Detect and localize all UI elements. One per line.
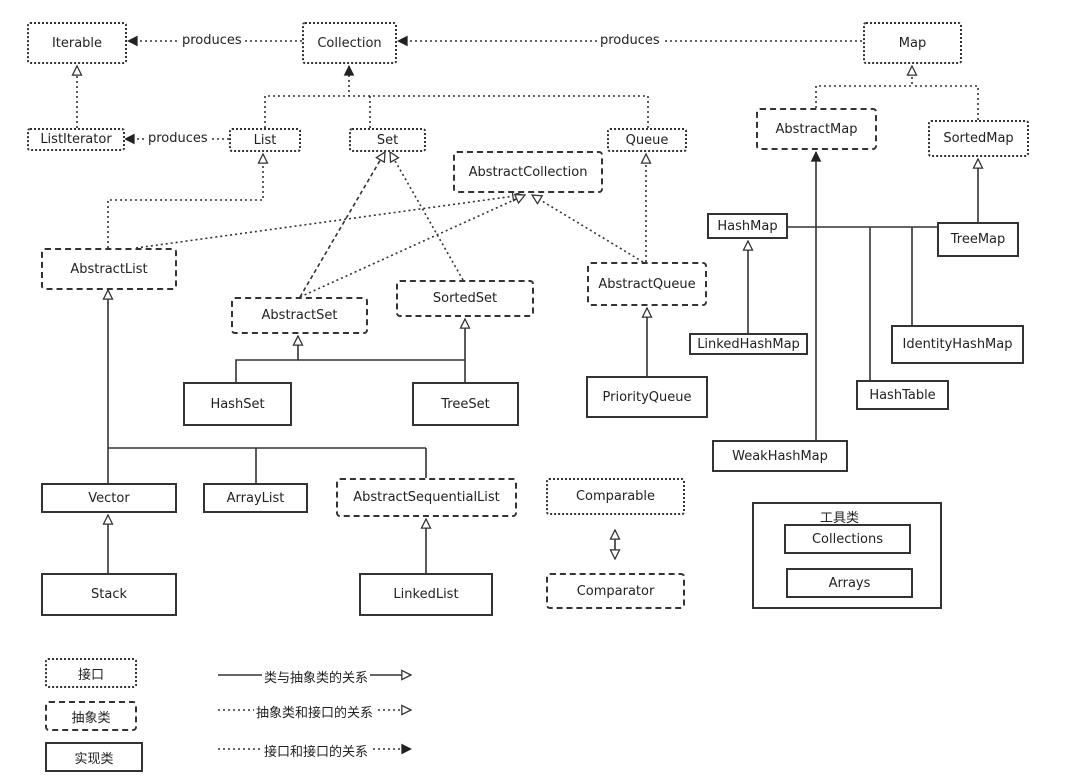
- node-abstract-set: AbstractSet: [231, 297, 368, 334]
- edge-abstractqueue-abstractcollection: [532, 195, 644, 263]
- node-abstract-list: AbstractList: [41, 248, 177, 290]
- node-stack: Stack: [41, 573, 177, 616]
- node-set: Set: [349, 128, 426, 152]
- legend-class-abstract-relation: 类与抽象类的关系: [262, 667, 371, 686]
- edge-hashset-abstractset: [235, 336, 298, 382]
- node-collection: Collection: [302, 22, 397, 64]
- node-hash-table: HashTable: [856, 380, 949, 410]
- node-priority-queue: PriorityQueue: [586, 376, 708, 418]
- node-list: List: [229, 128, 301, 152]
- legend-impl-box: 实现类: [45, 742, 143, 772]
- node-iterable: Iterable: [27, 22, 127, 64]
- node-linked-list: LinkedList: [359, 573, 493, 616]
- node-identity-hash-map: IdentityHashMap: [891, 325, 1024, 364]
- node-vector: Vector: [41, 483, 177, 513]
- legend-interface-box: 接口: [45, 658, 137, 688]
- edge-list-collection: [264, 66, 349, 128]
- node-abstract-sequential-list: AbstractSequentialList: [336, 478, 517, 517]
- node-hash-map: HashMap: [707, 213, 788, 239]
- node-tree-map: TreeMap: [937, 222, 1019, 257]
- edge-sortedmap-map: [912, 85, 979, 120]
- edge-label-iterable-produces: produces: [180, 33, 244, 48]
- edge-abstractlist-list: [107, 154, 263, 248]
- node-arrays: Arrays: [786, 568, 913, 598]
- node-abstract-queue: AbstractQueue: [587, 262, 707, 306]
- node-comparable: Comparable: [546, 478, 685, 515]
- legend-abstract-interface-relation: 抽象类和接口的关系: [254, 702, 376, 721]
- node-hash-set: HashSet: [183, 382, 292, 426]
- edge-queue-collection: [349, 95, 649, 128]
- edge-abstractset-abstractcollection: [299, 195, 525, 298]
- utilities-title: 工具类: [820, 511, 860, 526]
- edge-label-listiterator-produces: produces: [146, 131, 210, 146]
- node-linked-hash-map: LinkedHashMap: [689, 333, 808, 355]
- node-weak-hash-map: WeakHashMap: [712, 440, 848, 472]
- node-abstract-collection: AbstractCollection: [453, 151, 603, 193]
- node-comparator: Comparator: [546, 573, 685, 609]
- node-queue: Queue: [607, 128, 687, 152]
- edge-label-map-produces: produces: [598, 33, 662, 48]
- utilities-group: [752, 502, 942, 609]
- node-sorted-set: SortedSet: [396, 280, 534, 317]
- legend-interface-interface-relation: 接口和接口的关系: [262, 741, 371, 760]
- node-tree-set: TreeSet: [412, 382, 519, 426]
- edge-abstractmap-map: [815, 66, 912, 108]
- node-map: Map: [863, 22, 962, 64]
- edge-abstractset-set: [299, 152, 385, 298]
- legend-abstract-box: 抽象类: [45, 701, 137, 731]
- node-sorted-map: SortedMap: [928, 120, 1029, 157]
- node-array-list: ArrayList: [203, 483, 308, 513]
- node-collections: Collections: [784, 524, 911, 554]
- node-list-iterator: ListIterator: [27, 128, 125, 151]
- edge-abstractlist-abstractcollection: [135, 195, 522, 249]
- node-abstract-map: AbstractMap: [756, 108, 877, 150]
